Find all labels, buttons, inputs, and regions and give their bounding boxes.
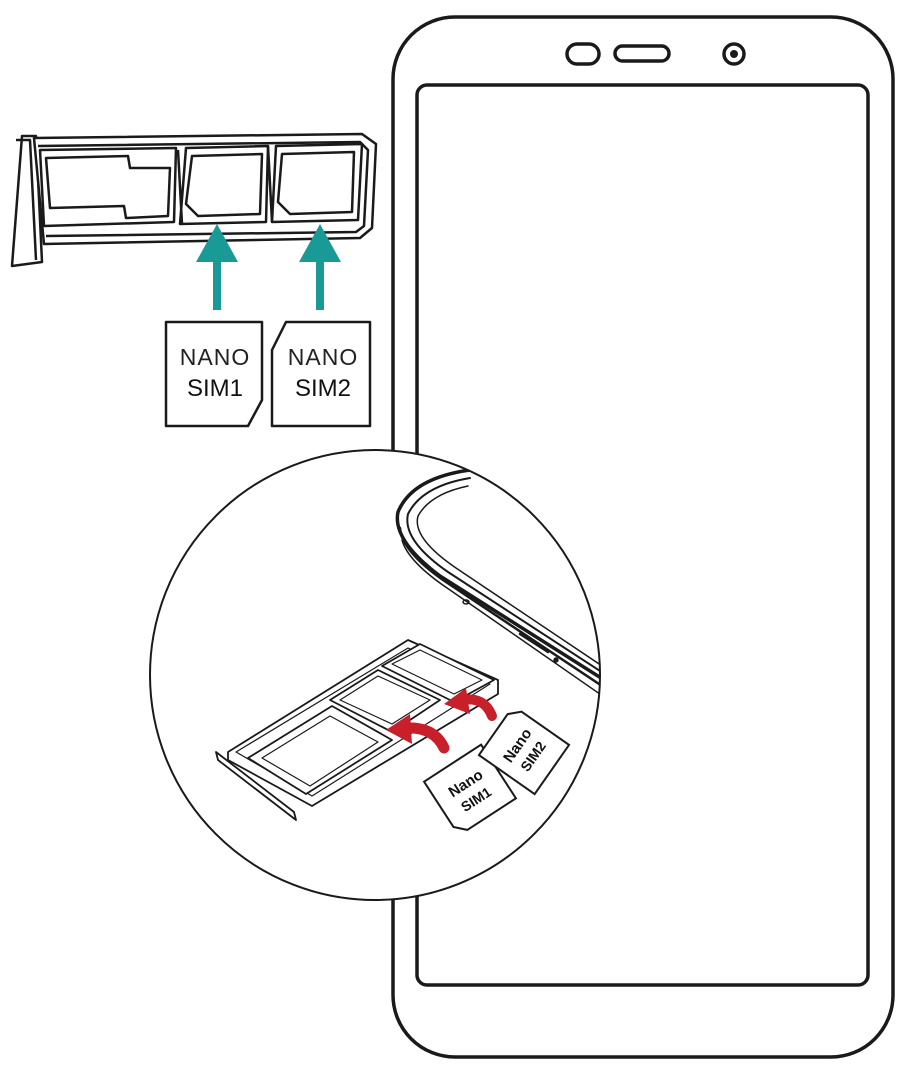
phone-corner-side <box>395 468 600 709</box>
nano-sim2-card-inset: Nano SIM2 <box>477 710 571 796</box>
sim-tray-inset <box>215 639 499 821</box>
sim-tray-top <box>10 132 378 268</box>
card-type-label: NANO <box>288 344 358 370</box>
detail-inset: Nano SIM1 Nano SIM2 <box>149 449 601 901</box>
camera-icon <box>722 42 746 66</box>
sensor-icon <box>565 42 601 66</box>
card-type-label: NANO <box>180 344 250 370</box>
speaker-grille-icon <box>613 44 671 63</box>
nano-sim2-card: NANO SIM2 <box>270 320 372 428</box>
arrow-up-icon <box>196 224 238 310</box>
nano-sim1-card: NANO SIM1 <box>164 320 264 428</box>
arrow-up-icon <box>299 224 341 310</box>
card-slot-label: SIM2 <box>295 375 351 402</box>
insert-arrows-top <box>196 224 341 310</box>
card-slot-label: SIM1 <box>187 375 243 402</box>
curved-arrow-icon <box>386 714 450 754</box>
curved-arrow-icon <box>444 688 497 721</box>
insert-arrows-inset <box>386 688 497 754</box>
